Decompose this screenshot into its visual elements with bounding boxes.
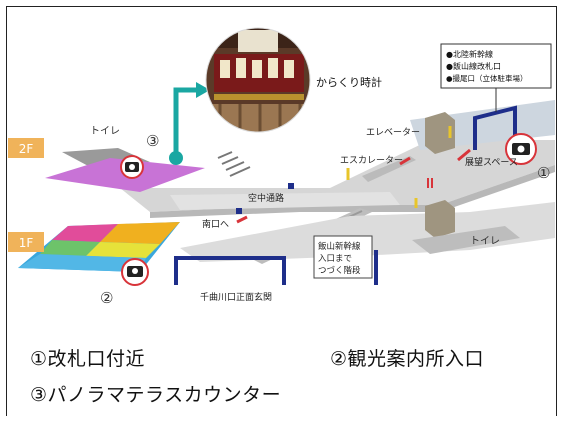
station-map: 2F — [8, 27, 555, 307]
marker-2-label: ② — [100, 289, 113, 307]
escalator-label: エスカレーター — [340, 155, 403, 166]
elevator-label: エレベーター — [366, 127, 420, 138]
elevator-2f — [425, 112, 455, 154]
concourse-2f — [120, 140, 555, 212]
entrance-frame — [174, 256, 286, 285]
observation-frame — [473, 105, 517, 150]
frame — [6, 6, 557, 416]
main-entrance-label: 千曲川口正面玄関 — [200, 291, 272, 303]
south-exit-label: 南口へ — [202, 218, 229, 230]
stairs-note-2: 入口まで — [318, 254, 352, 264]
caption-3: ③パノラマテラスカウンター — [30, 384, 282, 406]
floor-badge-1f — [8, 232, 44, 252]
teal-connector — [173, 87, 198, 158]
toilet-2f-label: トイレ — [90, 126, 120, 137]
toilet-1f-block — [412, 226, 520, 254]
floor-label-2f: 2F — [19, 142, 34, 156]
toilet-1f-label: トイレ — [470, 236, 500, 247]
elevator-1f — [425, 200, 455, 238]
legend-item-1: ●北陸新幹線 — [446, 49, 493, 59]
stairs-note-box — [313, 235, 373, 279]
floor-badge-2f — [8, 138, 44, 158]
caption-1: ①改札口付近 — [30, 348, 146, 370]
floor-label-1f: 1F — [19, 236, 34, 250]
stairs-2f — [217, 151, 251, 177]
clock-label: からくり時計 — [316, 75, 382, 89]
clock-photo — [206, 28, 310, 132]
marker-3-label: ③ — [146, 132, 159, 150]
skyway-band — [170, 192, 400, 210]
stairs-note-3: つづく階段 — [318, 265, 361, 276]
camera-marker-3 — [120, 155, 144, 179]
camera-marker-1 — [505, 133, 537, 165]
camera-marker-2 — [121, 258, 149, 286]
caption-2: ②観光案内所入口 — [330, 348, 485, 370]
legend-item-2: ●飯山線改札口 — [446, 61, 501, 71]
stairs-note-1: 飯山新幹線 — [318, 241, 361, 252]
observation-label: 展望スペース — [465, 156, 518, 168]
legend-box — [440, 43, 552, 89]
marker-1-label: ① — [537, 164, 550, 182]
skyway-label: 空中通路 — [248, 192, 284, 204]
legend-item-3: ●撮尾口（立体駐車場） — [446, 73, 528, 83]
